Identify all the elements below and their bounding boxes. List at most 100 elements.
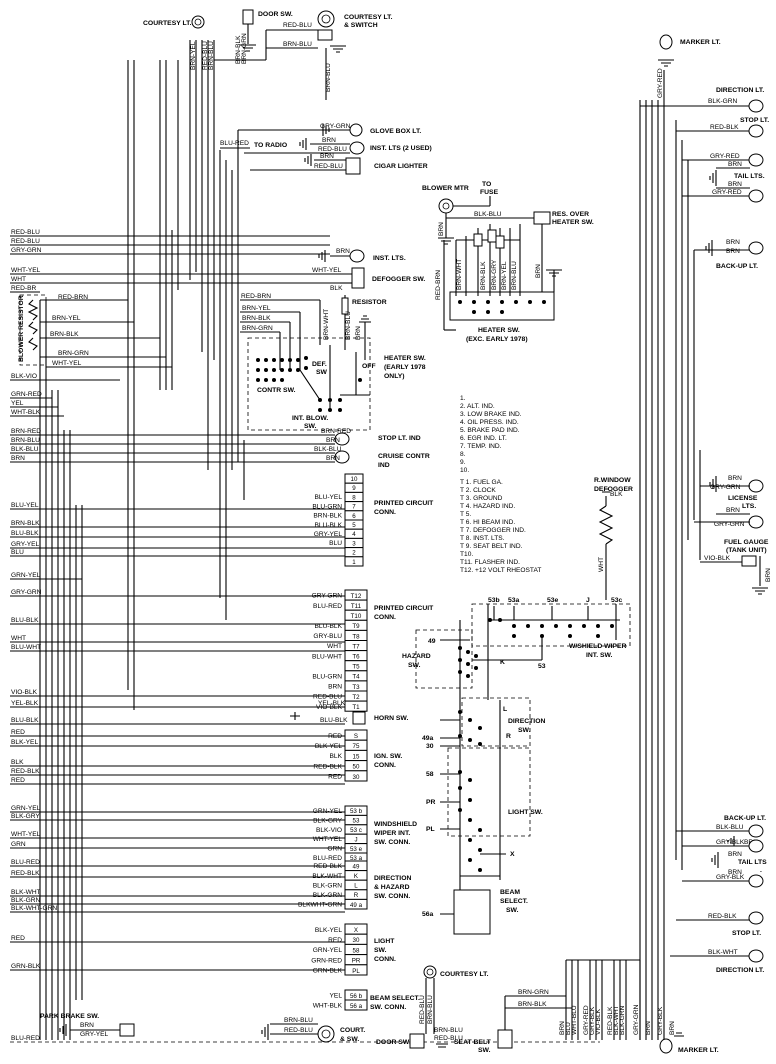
left-wire-label: WHT-YEL [11, 831, 41, 838]
connector-pin: 4 [352, 531, 356, 538]
wire-label: BLK [330, 285, 343, 292]
left-wire-label: BLK-VIO [11, 373, 37, 380]
connector-pin: 10 [351, 476, 358, 483]
component-label: FUSE [480, 189, 499, 196]
connector-pin: 49 a [350, 902, 363, 909]
wire-label: BRN-BLK [50, 331, 79, 338]
wire-label: BLK-BLU [474, 211, 502, 218]
connector-pin: J [354, 836, 357, 843]
component-label: STOP LT. [740, 117, 769, 124]
wire-label: BRN-YEL [242, 305, 271, 312]
wire-label: GRY-RED [657, 68, 664, 98]
switch-assembly: 53b 53a 53e J 53c 53 W/SHIELD WIPER INT.… [402, 597, 631, 935]
wire-label: RED-BLK [313, 863, 342, 870]
component-label: TAIL LTS [738, 859, 767, 866]
heater-sw-early: RED-BRN BRN-YEL BRN-BLK BRN-GRN RESISTOR… [240, 293, 426, 431]
component-label: CONN. [374, 762, 396, 769]
left-wire-label: GRY-GRN [11, 589, 42, 596]
wire-label: BRN-GRN [58, 350, 89, 357]
component-label: MARKER LT. [678, 1047, 719, 1054]
connector-pin: T8 [352, 633, 360, 640]
left-wire-label: RED [11, 729, 25, 736]
left-wire-label: WHT [11, 276, 26, 283]
connector-pin-cell [344, 700, 368, 712]
wire-label: VIO-BLK [316, 704, 343, 711]
wire-label: RED-BLK [710, 124, 739, 131]
wire-label: WHT [327, 643, 342, 650]
component-label: BEAM SELECT. [370, 995, 420, 1002]
component-label: SW. [478, 1047, 491, 1054]
wire-label: RED [328, 937, 342, 944]
cruise-contr-ind: BLK-BLU BRN CRUISE CONTR IND [314, 446, 430, 469]
connector-pin: 53 c [350, 827, 362, 834]
marker-lt-bottom: MARKER LT. [659, 1032, 719, 1054]
component-label: BEAM [500, 889, 520, 896]
component-label: IND [378, 462, 390, 469]
component-label: DIRECTION LT. [716, 967, 764, 974]
left-wire-label: RED [11, 935, 25, 942]
left-wire-label: BRN [11, 455, 25, 462]
connector-pin: T9 [352, 623, 360, 630]
wire-label: BRN [728, 851, 742, 858]
left-wire-label: GRY-GRN [11, 247, 42, 254]
res-over-heater-sw: RES. OVER HEATER SW. [533, 211, 594, 296]
legend-item: T 9. SEAT BELT IND. [460, 543, 523, 550]
wire-label: GRY-BLK [589, 1006, 596, 1035]
wire-label: YEL-BLK [318, 700, 346, 707]
wire-label: BRN [328, 684, 342, 691]
left-wire-label: BLK-YEL [11, 739, 38, 746]
component-label: BACK-UP LT. [716, 263, 758, 270]
wire-label: BLU-GRN [312, 674, 342, 681]
component-label: DEFOGGER [594, 486, 633, 493]
left-wire-label: RED-BLU [11, 229, 40, 236]
component-label: HEATER SW. [552, 219, 594, 226]
connector-pin: R [354, 892, 359, 899]
left-wire-label: BLU-RED [11, 1035, 40, 1042]
left-wires: RED-BLU RED-BLU GRY-GRN WHT-YEL WHT RED-… [10, 229, 600, 1043]
left-wire-label: RED-BLK [11, 768, 40, 775]
wire-label: BRN [326, 437, 340, 444]
wire-label: GRY-YEL [80, 1031, 109, 1038]
connector-block: 1098BLU-YEL7BLU-GRN6BRN-BLK5BLU-BLK4GRY-… [312, 473, 364, 567]
wire-label: RED-BLU [318, 146, 347, 153]
wire-label: WHT-YEL [52, 360, 82, 367]
seat-belt-sw: SEAT BELT SW. BRN-GRN BRN-BLK [454, 989, 572, 1054]
wire-label: BLK-BLU [716, 824, 744, 831]
courtesy-lt-and-switch: COURTESY LT. & SWITCH [214, 10, 393, 100]
component-label: SW. [408, 662, 421, 669]
wire-label: BRN [669, 1021, 676, 1035]
wire-label: BLK [610, 491, 623, 498]
door-sw-bottom: DOOR SW. BRN-BLU RED-BLU [376, 1027, 463, 1049]
wire-label: BRN-YEL [501, 261, 508, 290]
wire-label: BLK-GRY [313, 817, 342, 824]
connector-pin: 75 [353, 743, 360, 750]
wire-label: BLU-BLK [315, 623, 343, 630]
left-wire-label: BLK-GRY [11, 813, 40, 820]
terminal-label: 53c [611, 597, 623, 604]
wire-label: BLU-BLK [315, 522, 343, 529]
wire-label: BLU-RED [313, 855, 342, 862]
legend-item: T 1. FUEL GA. [460, 479, 503, 486]
wire-label: RED-BLU [313, 694, 342, 701]
connector-pin: PL [352, 968, 360, 975]
component-label: SW. [374, 947, 387, 954]
wire-label: BRN [535, 264, 542, 278]
wire-label: BLK-WHT [613, 1005, 620, 1035]
wire-label: BRN-BLU [283, 41, 312, 48]
defogger-sw: WHT-YEL BLK DEFOGGER SW. [312, 267, 425, 292]
terminal-label: PR [426, 799, 436, 806]
connector-pin: PR [352, 958, 361, 965]
wire-label: GRY-BLU [313, 633, 342, 640]
wire-label: BRN-BLK [518, 1001, 547, 1008]
wire-label: BLK-GRN [619, 1005, 626, 1035]
courtesy-lt-bottom: COURTESY LT. RED-BLU BRN-BLU [419, 965, 489, 1034]
wire-label: BRN [326, 455, 340, 462]
stop-lt: STOP LT. RED-BLK [676, 117, 769, 138]
wire-label: BRN [336, 248, 350, 255]
wire-label: RED-BRN [435, 270, 442, 300]
legend-item: 8. [460, 451, 466, 458]
left-wire-label: BRN-BLU [11, 437, 40, 444]
wire-label: BRN-GRN [518, 989, 549, 996]
